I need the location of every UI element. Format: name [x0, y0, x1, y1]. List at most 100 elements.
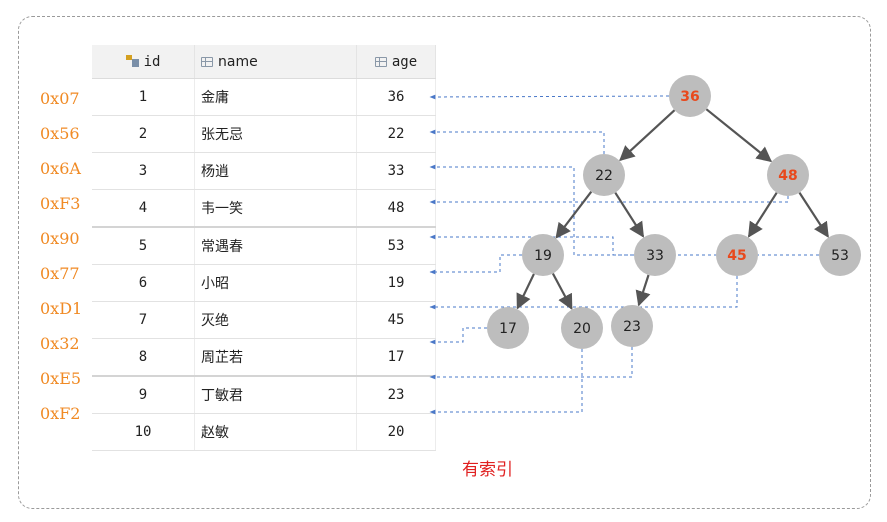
- row-address: 0xE5: [40, 369, 82, 388]
- tree-edge: [798, 192, 829, 238]
- cell-age: 45: [356, 301, 436, 339]
- cell-id: 10: [92, 413, 195, 451]
- pointer-line: [429, 347, 633, 380]
- cell-id: 5: [92, 227, 195, 265]
- table-header-row: id name age: [92, 45, 436, 79]
- cell-id: 6: [92, 264, 195, 302]
- tree-node-label: 45: [727, 248, 746, 264]
- cell-age: 19: [356, 264, 436, 302]
- cell-id: 7: [92, 301, 195, 339]
- row-address: 0x90: [40, 229, 80, 248]
- cell-age: 53: [356, 227, 436, 265]
- cell-name: 常遇春: [194, 227, 357, 265]
- pointer-line: [429, 196, 789, 205]
- tree-node-label: 20: [573, 321, 591, 337]
- cell-name: 灭绝: [194, 301, 357, 339]
- column-header-label: id: [143, 53, 161, 70]
- row-address: 0x32: [40, 334, 80, 353]
- tree-node: [634, 234, 676, 276]
- cell-age: 23: [356, 376, 436, 414]
- pointer-line: [429, 349, 583, 415]
- column-icon: [374, 56, 387, 67]
- tree-node: [819, 234, 861, 276]
- cell-name: 赵敏: [194, 413, 357, 451]
- tree-node: [716, 234, 758, 276]
- tree-node-label: 33: [646, 248, 664, 264]
- cell-id: 2: [92, 115, 195, 153]
- cell-name: 张无忌: [194, 115, 357, 153]
- cell-age: 17: [356, 338, 436, 377]
- diagram-caption: 有索引: [462, 460, 513, 480]
- cell-name: 韦一笑: [194, 189, 357, 228]
- pointer-line: [429, 327, 487, 345]
- row-pointer-lines: [429, 94, 819, 415]
- column-header-label: name: [218, 53, 258, 70]
- row-address: 0xF3: [40, 194, 81, 213]
- cell-name: 杨逍: [194, 152, 357, 190]
- tree-node: [561, 307, 603, 349]
- pointer-line: [429, 129, 605, 154]
- tree-node-label: 36: [680, 89, 699, 105]
- tree-edge: [705, 108, 773, 163]
- tree-node: [611, 305, 653, 347]
- cell-age: 33: [356, 152, 436, 190]
- cell-age: 22: [356, 115, 436, 153]
- column-icon: [201, 56, 213, 67]
- cell-age: 48: [356, 189, 436, 228]
- row-address: 0xD1: [40, 299, 83, 318]
- column-header-name[interactable]: name: [194, 45, 357, 79]
- cell-name: 金庸: [194, 78, 357, 116]
- column-header-age[interactable]: age: [356, 45, 436, 79]
- tree-node: [487, 307, 529, 349]
- tree-node-label: 17: [499, 321, 517, 337]
- cell-id: 1: [92, 78, 195, 116]
- tree-node-label: 48: [778, 168, 797, 184]
- cell-id: 3: [92, 152, 195, 190]
- tree-edge: [551, 273, 573, 310]
- pointer-line: [429, 234, 819, 256]
- cell-name: 周芷若: [194, 338, 357, 377]
- tree-node: [669, 75, 711, 117]
- cell-id: 8: [92, 338, 195, 377]
- cell-name: 丁敏君: [194, 376, 357, 414]
- column-header-id[interactable]: id: [92, 45, 195, 79]
- tree-node: [522, 234, 564, 276]
- row-address: 0x6A: [40, 159, 81, 178]
- tree-node-label: 23: [623, 319, 641, 335]
- diagram-frame: [18, 16, 871, 509]
- tree-edge: [516, 273, 535, 310]
- pointer-line: [429, 94, 670, 100]
- tree-node-label: 19: [534, 248, 552, 264]
- tree-node-label: 22: [595, 168, 613, 184]
- cell-id: 4: [92, 189, 195, 228]
- pointer-line: [429, 276, 738, 310]
- tree-nodes: 36 22 48 19 33 45 53 17 20 23: [487, 75, 861, 349]
- tree-edge: [635, 274, 651, 307]
- row-address: 0x07: [40, 89, 80, 108]
- tree-node-label: 53: [831, 248, 849, 264]
- tree-node: [583, 154, 625, 196]
- tree-edge: [614, 192, 645, 238]
- primary-key-icon: [125, 54, 139, 67]
- row-address: 0x56: [40, 124, 80, 143]
- cell-age: 20: [356, 413, 436, 451]
- tree-edge: [555, 191, 593, 239]
- tree-edges: [516, 108, 829, 310]
- pointer-line: [429, 254, 522, 275]
- tree-edge: [747, 192, 778, 238]
- row-address: 0xF2: [40, 404, 81, 423]
- tree-node: [767, 154, 809, 196]
- cell-age: 36: [356, 78, 436, 116]
